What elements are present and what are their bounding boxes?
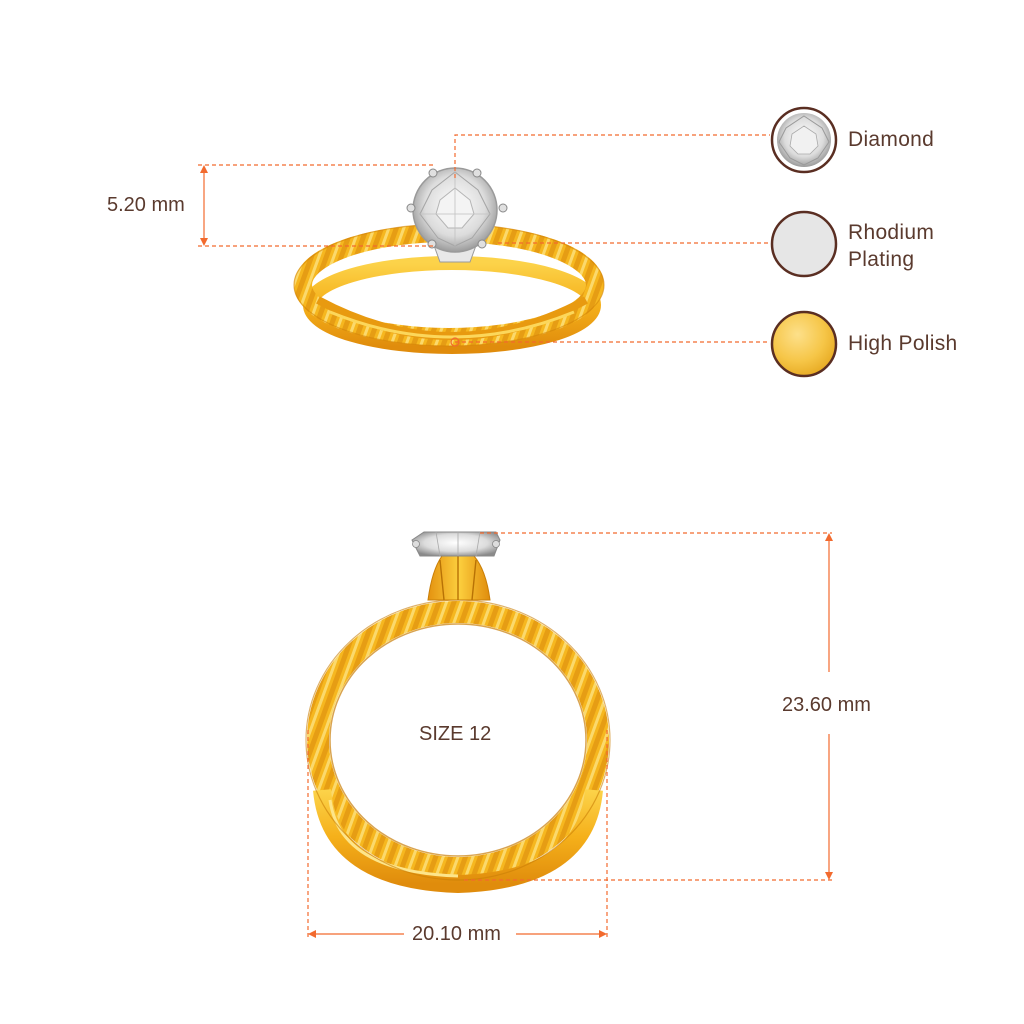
- front-twisted-band: [307, 601, 609, 879]
- legend-diamond-label: Diamond: [848, 128, 935, 151]
- height-dimension-top: [198, 164, 436, 247]
- front-diamond: [411, 531, 501, 557]
- ring-size-label: SIZE 12: [419, 723, 492, 745]
- ring-height-label: 23.60 mm: [782, 694, 871, 716]
- head-height-label: 5.20 mm: [107, 194, 185, 216]
- width-dimension-front: [307, 730, 608, 940]
- diamond-swatch-icon: [770, 106, 838, 174]
- ring-width-label: 20.10 mm: [412, 923, 501, 945]
- ring-front-view: [305, 531, 611, 894]
- ring-top-view: [293, 167, 605, 354]
- legend-rhodium-line2: Plating: [848, 248, 915, 271]
- gold-swatch-icon: [770, 310, 838, 378]
- legend-leader-lines: [454, 134, 770, 343]
- rhodium-swatch-icon: [770, 210, 838, 278]
- height-dimension-front: [464, 532, 832, 881]
- legend-rhodium-line1: Rhodium: [848, 221, 935, 244]
- legend-high-polish-label: High Polish: [848, 332, 958, 355]
- legend-rhodium-label: Rhodium Plating: [848, 219, 934, 273]
